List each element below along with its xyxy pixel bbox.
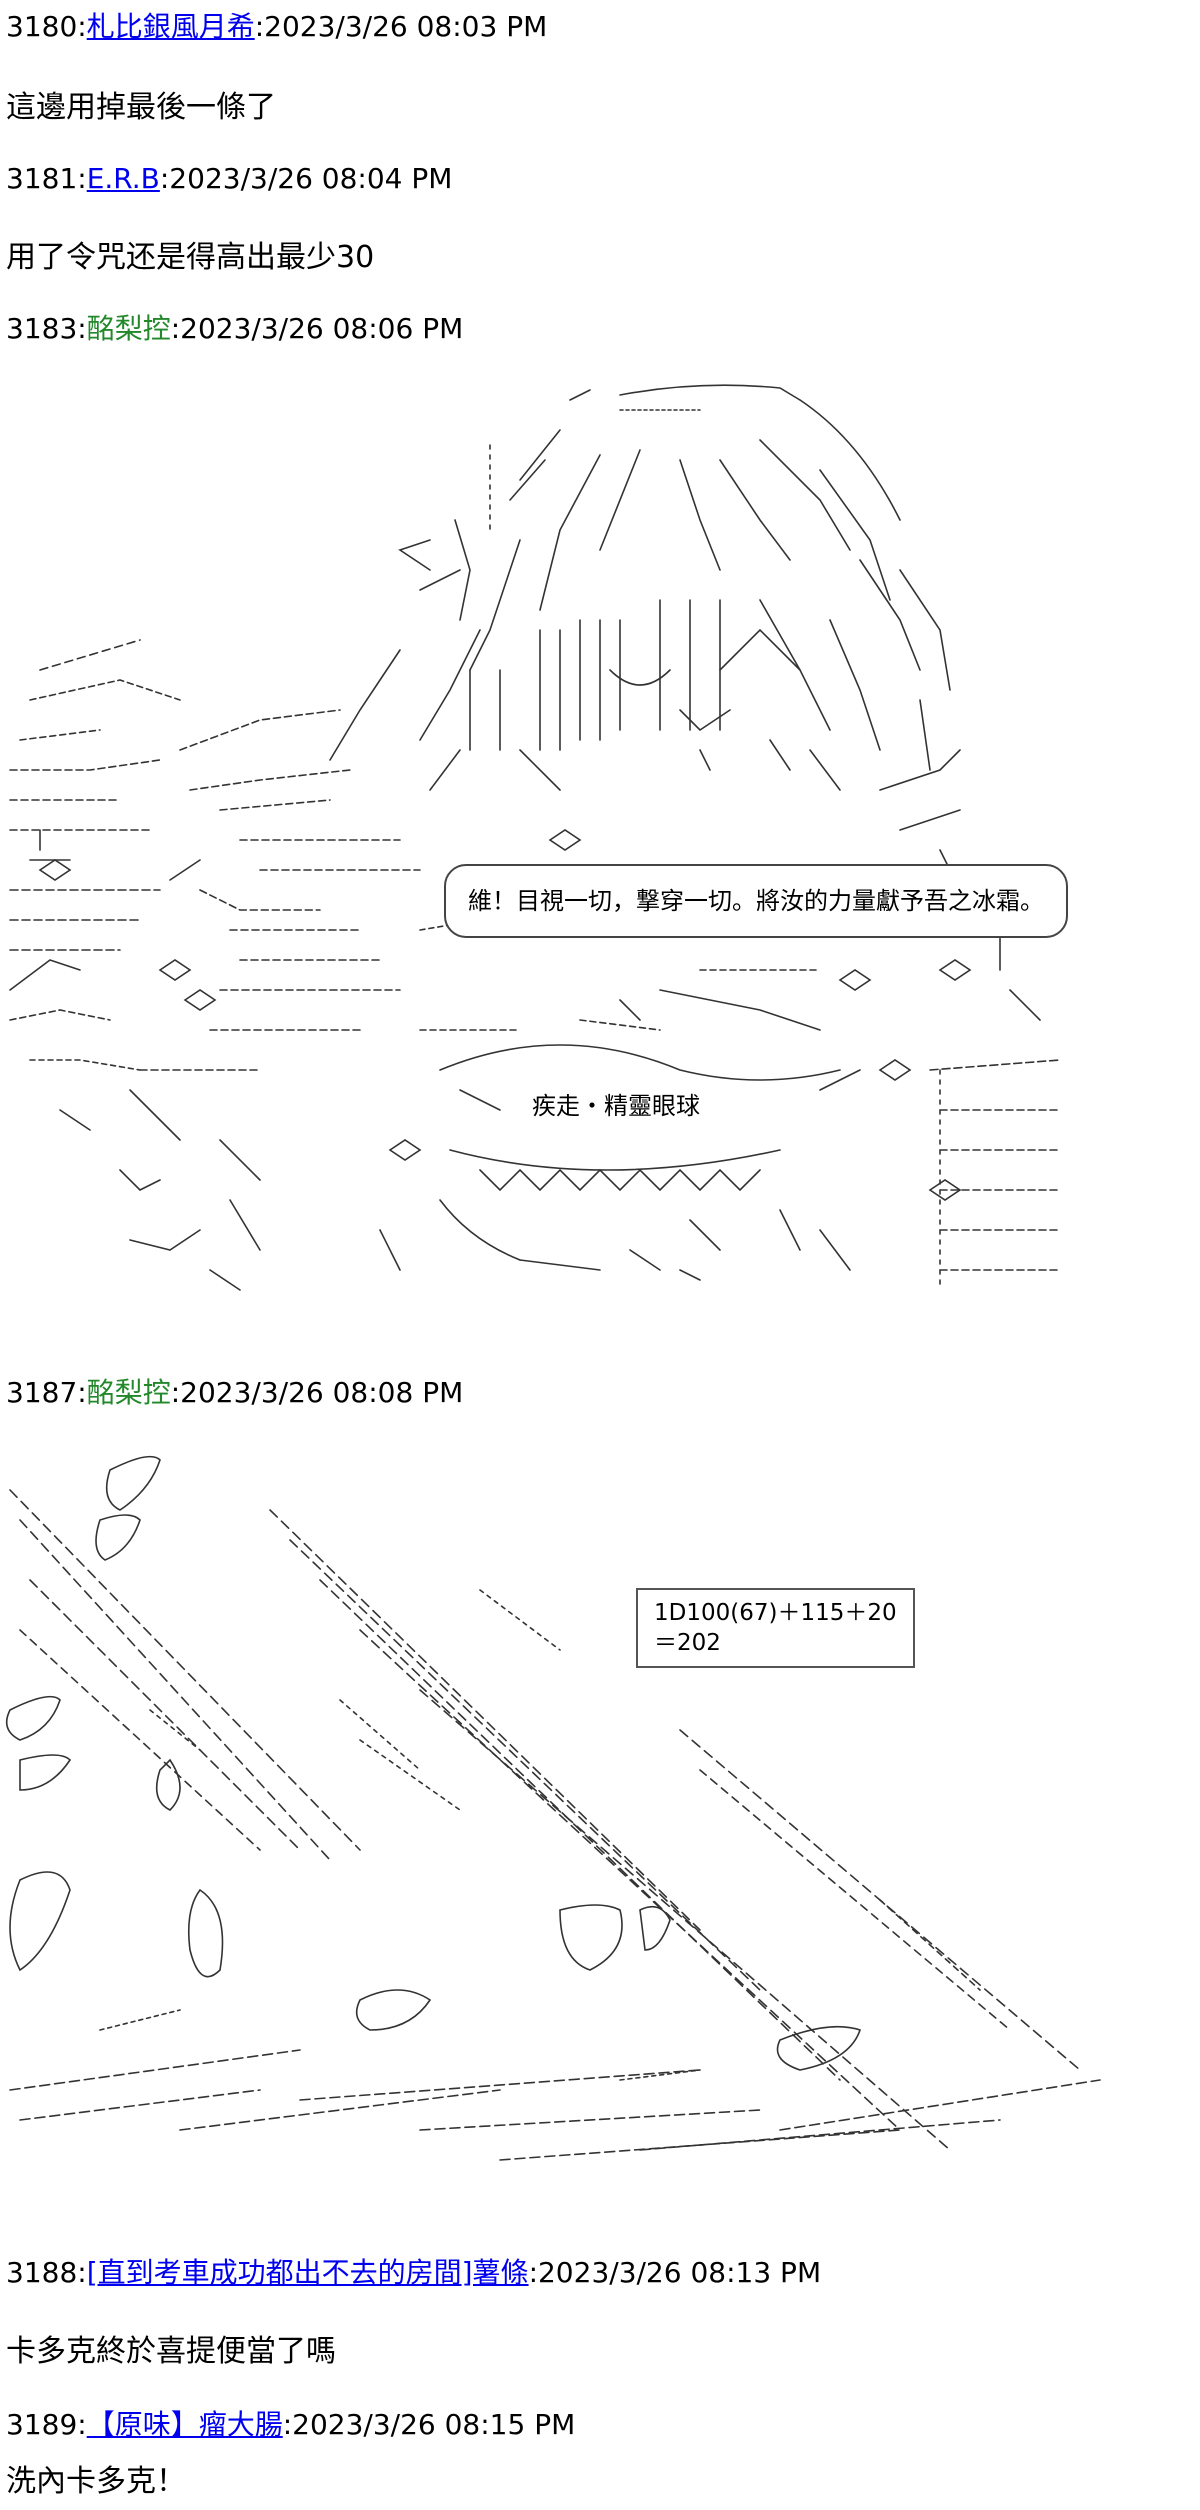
- post-separator: :: [77, 162, 87, 195]
- post-separator: :: [77, 1376, 87, 1409]
- poster-name-link[interactable]: E.R.B: [86, 162, 160, 195]
- post-number: 3189: [6, 2408, 78, 2441]
- dice-roll-total: ＝202: [654, 1630, 721, 1656]
- post-number: 3183: [6, 312, 78, 345]
- post-body-3180: 這邊用掉最後一條了: [6, 90, 276, 125]
- ascii-art-strike-illustration: [0, 1430, 1200, 2190]
- dice-roll-expression: 1D100(67)＋115＋20: [654, 1600, 897, 1626]
- post-header-3188: 3188:[直到考車成功都出不去的房間]薯條:2023/3/26 08:13 P…: [6, 2254, 821, 2292]
- post-header-3189: 3189:【原味】瘤大腸:2023/3/26 08:15 PM: [6, 2406, 575, 2444]
- post-timestamp: :2023/3/26 08:15 PM: [282, 2408, 576, 2441]
- poster-name-link[interactable]: [直到考車成功都出不去的房間]薯條: [86, 2256, 529, 2289]
- post-body-3189: 洗內卡多克！: [6, 2464, 186, 2499]
- post-timestamp: :2023/3/26 08:08 PM: [170, 1376, 464, 1409]
- post-separator: :: [77, 10, 87, 43]
- post-number: 3180: [6, 10, 78, 43]
- post-number: 3188: [6, 2256, 78, 2289]
- post-header-3183: 3183:酩梨控:2023/3/26 08:06 PM: [6, 310, 463, 348]
- post-header-3187: 3187:酩梨控:2023/3/26 08:08 PM: [6, 1374, 463, 1412]
- post-separator: :: [77, 312, 87, 345]
- post-timestamp: :2023/3/26 08:06 PM: [170, 312, 464, 345]
- speech-bubble: 維！目視一切，撃穿一切。將汝的力量獻予吾之冰霜。: [444, 864, 1068, 938]
- post-separator: :: [77, 2408, 87, 2441]
- post-header-3180: 3180:札比銀風月希:2023/3/26 08:03 PM: [6, 8, 547, 46]
- post-body-3181: 用了令咒还是得高出最少30: [6, 240, 375, 275]
- post-separator: :: [77, 2256, 87, 2289]
- poster-name: 酩梨控: [86, 312, 171, 345]
- ascii-art-character-illustration: [0, 370, 1200, 1310]
- poster-name-link[interactable]: 【原味】瘤大腸: [86, 2408, 283, 2441]
- spell-name-label: 疾走・精靈眼球: [532, 1092, 700, 1120]
- post-timestamp: :2023/3/26 08:03 PM: [254, 10, 548, 43]
- poster-name: 酩梨控: [86, 1376, 171, 1409]
- post-header-3181: 3181:E.R.B:2023/3/26 08:04 PM: [6, 160, 452, 198]
- post-timestamp: :2023/3/26 08:13 PM: [528, 2256, 822, 2289]
- post-number: 3187: [6, 1376, 78, 1409]
- poster-name-link[interactable]: 札比銀風月希: [86, 10, 255, 43]
- post-number: 3181: [6, 162, 78, 195]
- post-body-3188: 卡多克終於喜提便當了嗎: [6, 2334, 336, 2369]
- post-timestamp: :2023/3/26 08:04 PM: [159, 162, 453, 195]
- dice-roll-result: 1D100(67)＋115＋20 ＝202: [636, 1588, 915, 1668]
